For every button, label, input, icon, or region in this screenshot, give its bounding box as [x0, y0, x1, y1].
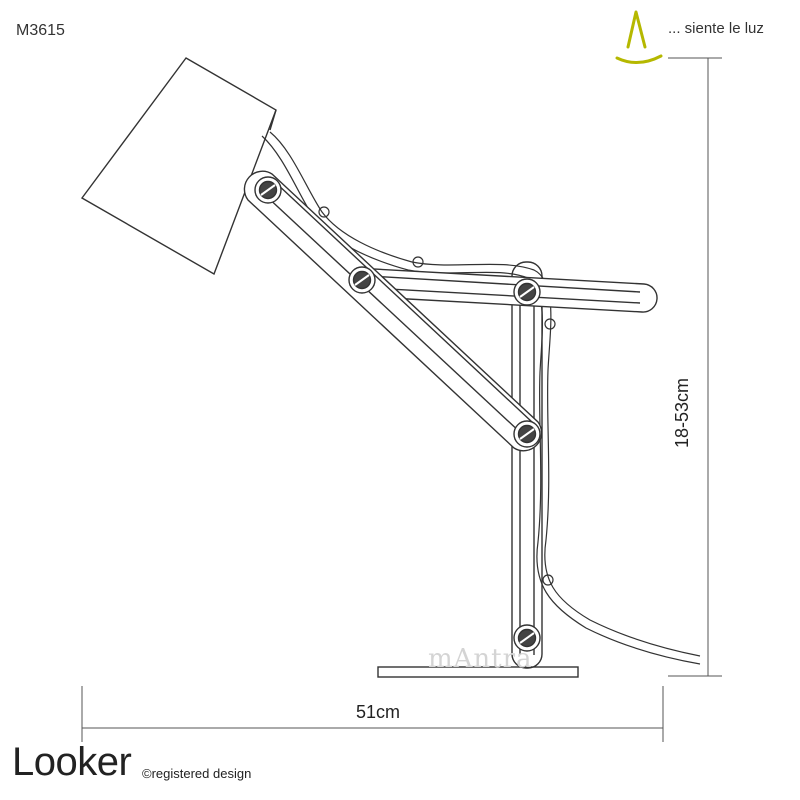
screw-1	[254, 176, 282, 204]
screw-3	[513, 278, 541, 306]
height-dimension-line	[668, 57, 722, 677]
screw-2	[348, 266, 376, 294]
model-code: M3615	[16, 22, 65, 39]
lamp-base	[377, 666, 579, 678]
brand-tagline: ... siente le luz	[668, 20, 764, 37]
diagonal-arm	[243, 170, 543, 452]
brand-watermark: mAntra	[428, 644, 533, 674]
lamp-shade	[80, 57, 277, 276]
product-name: Looker	[12, 740, 132, 784]
joint-screws	[254, 176, 541, 652]
screw-5	[513, 624, 541, 652]
width-dimension-label: 51cm	[356, 702, 401, 722]
height-dimension-label: 18-53cm	[672, 377, 692, 448]
screw-4	[513, 420, 541, 448]
width-dimension-line	[81, 686, 664, 742]
vertical-post	[511, 261, 543, 669]
horizontal-arm	[353, 267, 658, 313]
registered-design-note: ©registered design	[142, 766, 252, 781]
brand-logo-icon	[615, 10, 663, 64]
